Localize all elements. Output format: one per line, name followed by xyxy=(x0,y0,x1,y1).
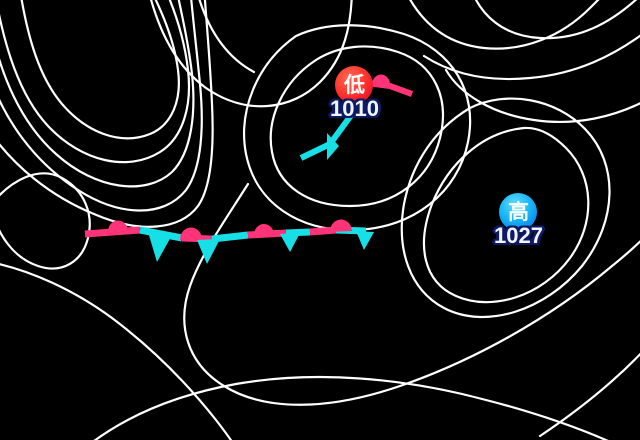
warm-front-bump xyxy=(253,223,274,236)
high-pressure-value: 1027 xyxy=(494,223,543,248)
low-pressure-symbol: 低 xyxy=(335,66,374,104)
isobar-line xyxy=(0,0,195,188)
isobar-line xyxy=(20,0,180,140)
cold-front-spike xyxy=(356,231,374,250)
isobar-line xyxy=(0,0,214,228)
isobar-line xyxy=(422,34,640,81)
high-pressure-marker[interactable]: 高 1027 xyxy=(494,193,543,247)
cold-front-from-low xyxy=(299,112,355,161)
isobar-line xyxy=(243,24,472,232)
low-pressure-value: 1010 xyxy=(330,96,379,121)
warm-front-bump xyxy=(329,219,352,232)
cold-front-spike xyxy=(327,133,339,160)
isobar-line xyxy=(0,0,191,164)
warm-front-bump xyxy=(107,220,128,232)
stationary-front-main xyxy=(84,219,374,264)
front-segment-warm xyxy=(84,226,141,238)
isobar-line xyxy=(0,172,91,270)
low-pressure-marker[interactable]: 低 1010 xyxy=(330,66,379,120)
warm-front-bump xyxy=(179,227,202,240)
cold-front-spike xyxy=(280,233,300,252)
cold-front-spike xyxy=(148,232,172,262)
isobar-line xyxy=(0,263,233,440)
high-pressure-symbol: 高 xyxy=(499,193,538,231)
front-segment-cold xyxy=(211,231,249,243)
warm-front-bump xyxy=(372,74,391,85)
isobar-line xyxy=(183,182,640,406)
isobar-line xyxy=(422,126,590,304)
isobar-line xyxy=(93,375,609,440)
front-segment-cold xyxy=(285,228,311,237)
front-systems xyxy=(84,74,414,264)
isobar-line xyxy=(400,97,611,319)
isobar-line xyxy=(538,352,640,438)
isobar-line xyxy=(444,68,640,123)
isobar-line xyxy=(198,0,256,74)
cold-front-spike xyxy=(197,239,220,264)
isobar-line xyxy=(0,0,203,212)
isobar-line xyxy=(149,0,353,108)
isobar-line xyxy=(474,0,638,40)
isobar-line xyxy=(269,45,445,208)
isobar-line xyxy=(409,0,600,50)
